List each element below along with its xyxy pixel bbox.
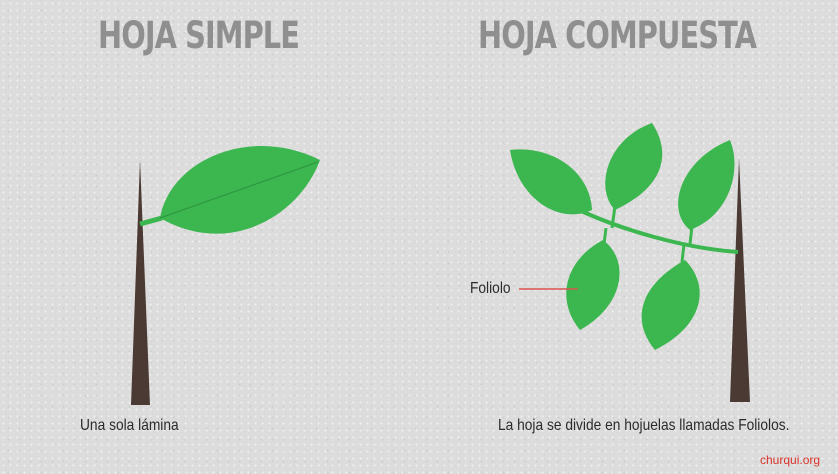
leaflet — [566, 240, 620, 330]
caption-compound-leaf: La hoja se divide en hojuelas llamadas F… — [498, 417, 790, 434]
simple-leaf-petiole — [139, 215, 163, 227]
leaflet — [641, 260, 700, 350]
foliolo-label: Foliolo — [470, 280, 511, 297]
credit-link[interactable]: churqui.org — [760, 453, 821, 467]
petiolule-4 — [680, 243, 686, 263]
leaflet — [678, 140, 735, 230]
caption-simple-leaf: Una sola lámina — [80, 417, 179, 434]
leaflet — [510, 149, 592, 215]
compound-leaf-illustration — [510, 123, 750, 402]
title-simple-leaf: HOJA SIMPLE — [98, 14, 300, 57]
petiolule-1 — [610, 205, 617, 229]
simple-leaf-illustration — [131, 146, 320, 405]
title-compound-leaf: HOJA COMPUESTA — [478, 14, 757, 57]
simple-leaf-stem — [131, 160, 150, 405]
simple-leaf-midrib — [159, 161, 319, 219]
leaflet — [605, 123, 663, 210]
compound-leaf-stem — [730, 158, 750, 402]
